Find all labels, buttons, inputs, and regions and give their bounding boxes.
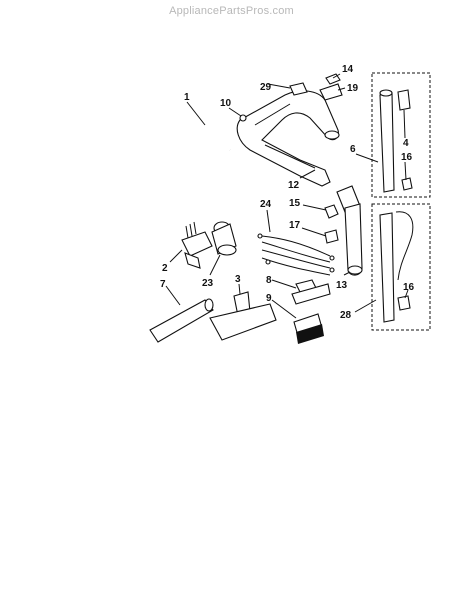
callout-23: 23 <box>202 278 214 289</box>
part-19-switch[interactable] <box>319 83 343 101</box>
part-9-brush[interactable] <box>293 313 324 344</box>
callout-15: 15 <box>289 198 301 209</box>
part-16-clip-upper[interactable] <box>401 177 413 191</box>
part-1-hose[interactable] <box>160 114 248 234</box>
callout-2: 2 <box>162 263 168 274</box>
callout-4: 4 <box>403 138 409 149</box>
part-3-floor-tool[interactable] <box>209 291 277 341</box>
callout-1: 1 <box>184 92 190 103</box>
part-2-adapter[interactable] <box>181 221 213 269</box>
callout-labels: 1 10 29 14 19 12 6 2 23 24 15 17 13 3 7 … <box>160 64 415 321</box>
part-24-wire-harness[interactable] <box>257 233 335 276</box>
part-10-screw[interactable] <box>239 114 247 122</box>
callout-16-lower: 16 <box>403 282 415 293</box>
watermark: AppliancePartsPros.com <box>169 5 294 17</box>
callout-8: 8 <box>266 275 272 286</box>
part-15-knob[interactable] <box>324 204 339 219</box>
part-23-cuff[interactable] <box>211 221 237 256</box>
callout-19: 19 <box>347 83 359 94</box>
callout-17: 17 <box>289 220 301 231</box>
callout-29: 29 <box>260 82 272 93</box>
part-7-crevice-tool[interactable] <box>149 298 214 343</box>
part-28-wand[interactable] <box>371 203 431 331</box>
part-17-bracket[interactable] <box>324 229 339 244</box>
callout-7: 7 <box>160 279 166 290</box>
callout-6: 6 <box>350 144 356 155</box>
callout-9: 9 <box>266 293 272 304</box>
part-4-clip[interactable] <box>397 89 411 111</box>
callout-24: 24 <box>260 199 272 210</box>
callout-3: 3 <box>235 274 241 285</box>
leader-lines <box>165 73 409 319</box>
part-29-handle[interactable] <box>236 82 340 187</box>
callout-28: 28 <box>340 310 352 321</box>
part-16-clip-lower[interactable] <box>397 295 411 311</box>
callout-10: 10 <box>220 98 232 109</box>
callout-12: 12 <box>288 180 300 191</box>
part-8-upholstery-tool[interactable] <box>291 279 331 305</box>
part-13-elbow[interactable] <box>336 185 363 276</box>
part-6-wand[interactable] <box>371 72 431 198</box>
callout-16-upper: 16 <box>401 152 413 163</box>
callout-13: 13 <box>336 280 348 291</box>
callout-14: 14 <box>342 64 354 75</box>
